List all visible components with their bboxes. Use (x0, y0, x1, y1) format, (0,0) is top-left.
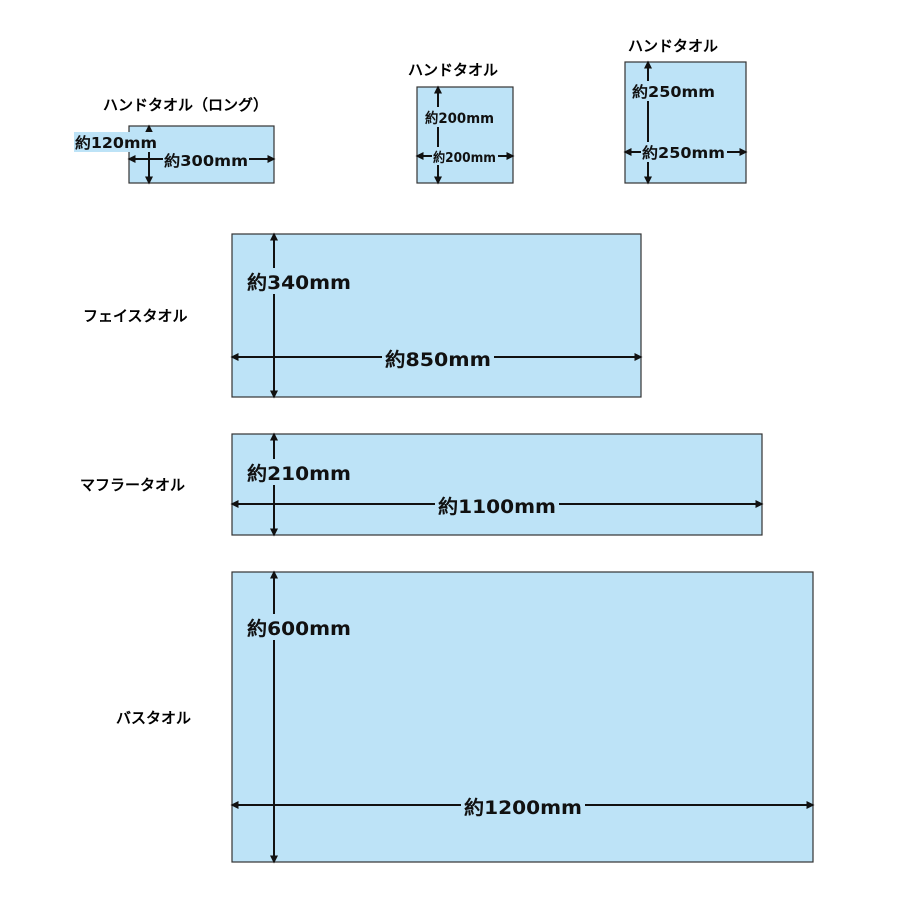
towel-name: フェイスタオル (83, 307, 188, 325)
towel-name: バスタオル (116, 709, 191, 727)
height-label: 約600mm (247, 617, 351, 640)
towel-rect (231, 233, 642, 398)
width-label: 約1200mm (464, 796, 582, 819)
width-label: 約250mm (642, 144, 725, 162)
height-label: 約340mm (247, 271, 351, 294)
towel-rect (624, 61, 747, 184)
towel-name: ハンドタオル (628, 37, 718, 55)
width-label: 約300mm (164, 152, 248, 170)
height-label: 約200mm (425, 110, 494, 127)
height-label: 約210mm (247, 462, 351, 485)
towel-bath: バスタオル 約600mm 約1200mm (116, 570, 815, 864)
towel-hand-250: ハンドタオル 約250mm 約250mm (623, 37, 748, 185)
towel-muffler: マフラータオル 約210mm 約1100mm (80, 432, 764, 537)
towel-name: ハンドタオル (408, 61, 498, 79)
towel-name: ハンドタオル（ロング） (103, 96, 268, 114)
towel-name: マフラータオル (80, 476, 185, 494)
width-label: 約1100mm (438, 495, 556, 518)
towel-hand-200: ハンドタオル 約200mm 約200mm (408, 61, 515, 185)
height-label: 約250mm (632, 83, 715, 101)
width-label: 約850mm (385, 348, 491, 371)
towel-rect (416, 86, 514, 184)
towel-hand-long: ハンドタオル（ロング） 約120mm 約300mm (74, 96, 276, 185)
width-label: 約200mm (433, 150, 496, 166)
height-label: 約120mm (75, 134, 157, 152)
towel-face: フェイスタオル 約340mm 約850mm (83, 232, 643, 399)
